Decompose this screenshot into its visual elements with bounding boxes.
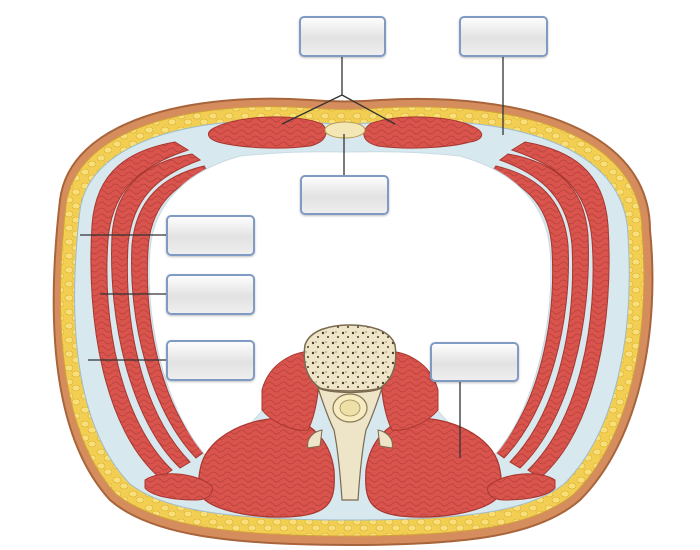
vertebral-body [304, 325, 396, 391]
spinal-cord [340, 400, 360, 416]
label-box-5[interactable] [166, 274, 255, 315]
label-box-1[interactable] [299, 16, 386, 57]
label-box-4[interactable] [166, 215, 255, 256]
label-box-7[interactable] [430, 342, 519, 382]
sternum [325, 122, 365, 138]
label-box-2[interactable] [459, 16, 548, 57]
label-box-3[interactable] [300, 175, 389, 215]
label-box-6[interactable] [166, 340, 255, 381]
